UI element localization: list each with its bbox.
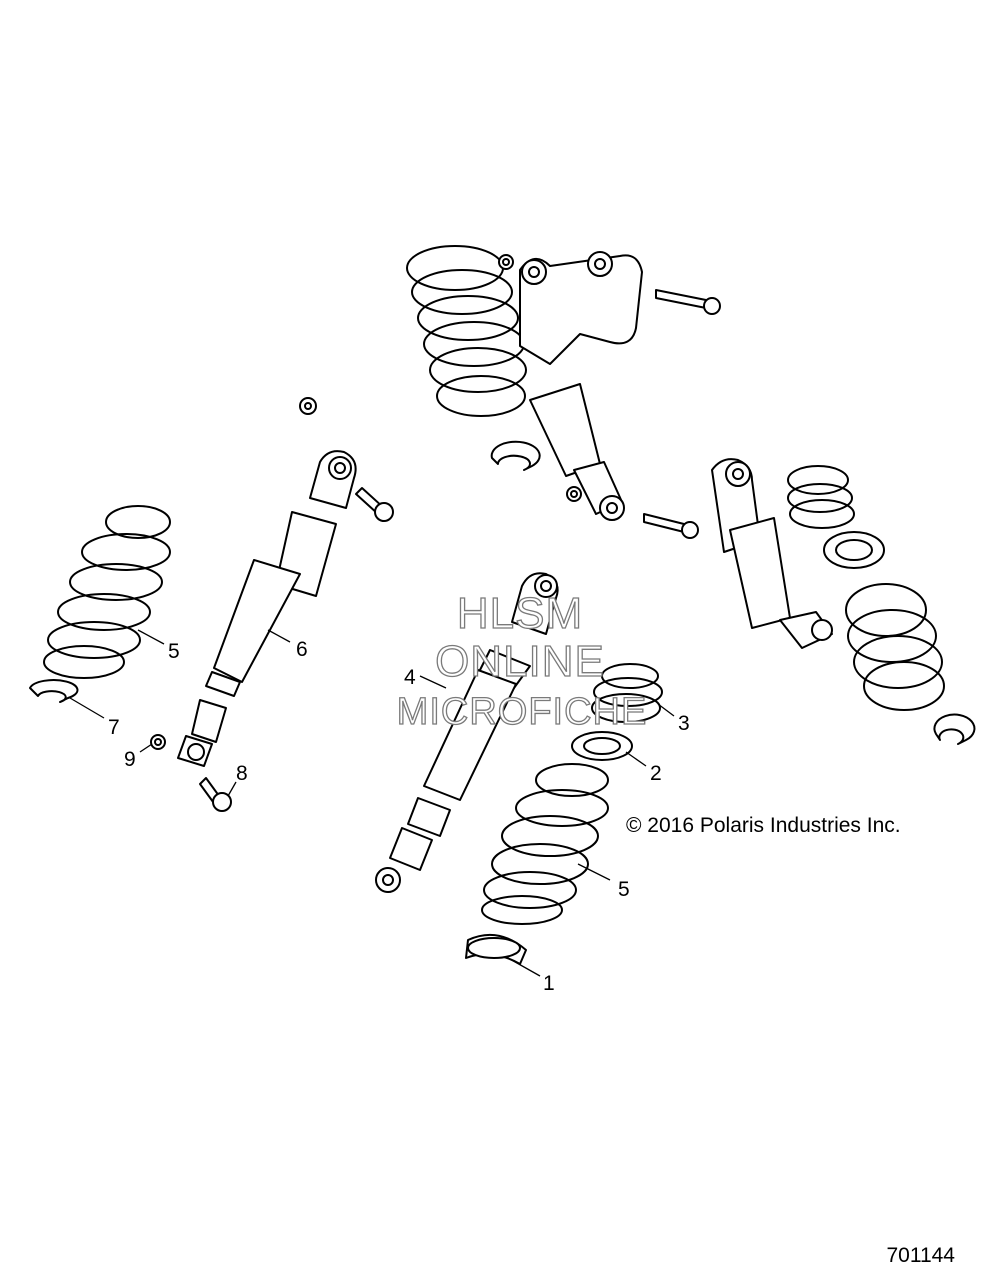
diagram-number: 701144	[886, 1244, 955, 1267]
center-spring-seat	[571, 731, 633, 761]
callout-4: 4	[404, 666, 416, 689]
leader-5b	[577, 863, 611, 881]
copyright-notice: © 2016 Polaris Industries Inc.	[626, 814, 901, 837]
right-shock	[711, 458, 833, 649]
callout-7: 7	[108, 716, 120, 739]
watermark-line-3: MICROFICHE	[397, 691, 648, 733]
left-bolt-top	[355, 487, 394, 522]
left-bolt-bottom	[199, 777, 232, 812]
leader-2	[625, 751, 647, 767]
leader-lines	[69, 629, 675, 977]
left-retainer-clip	[29, 679, 79, 703]
callout-1: 1	[543, 972, 555, 995]
leader-9	[139, 743, 153, 753]
callouts: 1 2 3 4 5 5 6 7 8 9	[108, 638, 690, 995]
center-shock	[375, 572, 559, 893]
left-small-nut-top	[299, 397, 317, 415]
right-retainer-clip	[933, 713, 976, 745]
center-cap	[465, 933, 527, 965]
top-spring	[406, 245, 527, 417]
top-small-nut	[498, 254, 514, 270]
watermark-line-2: ONLINE	[435, 637, 605, 686]
center-upper-spring	[591, 663, 663, 723]
left-spring	[43, 505, 171, 679]
top-bolt-upper	[655, 289, 721, 315]
leader-8	[227, 781, 237, 797]
leader-3	[657, 703, 675, 717]
callout-6: 6	[296, 638, 308, 661]
watermark: HLSM ONLINE MICROFICHE	[396, 588, 648, 733]
callout-5b: 5	[618, 878, 630, 901]
leader-6	[267, 629, 291, 643]
top-shock-with-reservoir	[519, 251, 643, 521]
right-lower-spring	[845, 583, 945, 711]
callout-3: 3	[678, 712, 690, 735]
right-upper-spring	[787, 465, 855, 529]
left-small-nut-bottom	[150, 734, 166, 750]
center-lower-spring	[481, 763, 609, 925]
leader-1	[507, 957, 541, 977]
top-small-nut-lower	[566, 486, 582, 502]
top-retainer-clip	[490, 440, 541, 471]
callout-9: 9	[124, 748, 136, 771]
right-spacer-ring	[823, 531, 885, 569]
leader-4	[419, 675, 447, 689]
callout-5a: 5	[168, 640, 180, 663]
leader-5a	[137, 629, 165, 645]
left-shock	[177, 450, 357, 767]
top-bolt-lower	[643, 513, 699, 539]
callout-8: 8	[236, 762, 248, 785]
callout-2: 2	[650, 762, 662, 785]
watermark-line-1: HLSM	[457, 589, 583, 638]
leader-7	[69, 697, 105, 719]
